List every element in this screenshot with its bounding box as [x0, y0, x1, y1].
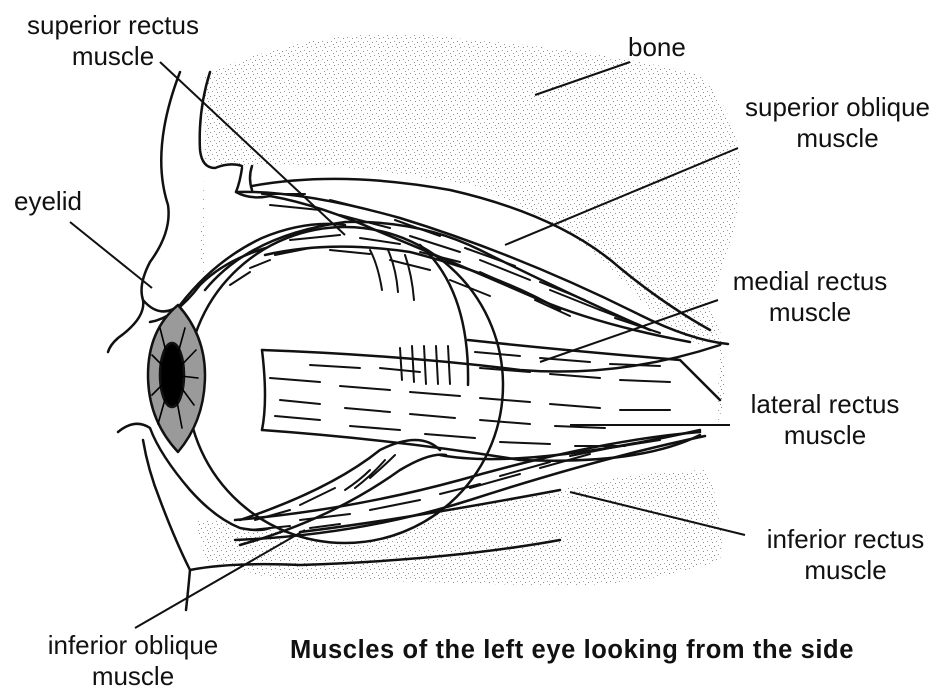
label-lateral-rectus: lateral rectus muscle: [735, 389, 915, 451]
label-superior-rectus-line2: muscle: [8, 41, 218, 72]
label-superior-oblique-line2: muscle: [730, 123, 945, 154]
label-inferior-rectus-line2: muscle: [748, 555, 943, 586]
label-inferior-oblique-line1: inferior oblique: [28, 630, 238, 661]
label-bone-text: bone: [628, 32, 686, 63]
label-superior-oblique-line1: superior oblique: [730, 92, 945, 123]
label-medial-rectus: medial rectus muscle: [715, 266, 905, 328]
label-inferior-oblique-line2: muscle: [28, 661, 238, 692]
label-medial-rectus-line2: muscle: [715, 297, 905, 328]
label-inferior-rectus: inferior rectus muscle: [748, 524, 943, 586]
label-superior-rectus-line1: superior rectus: [8, 10, 218, 41]
eyeball: [187, 227, 503, 543]
label-eyelid: eyelid: [14, 186, 82, 217]
diagram-caption: Muscles of the left eye looking from the…: [290, 636, 854, 665]
label-bone: bone: [628, 32, 686, 63]
label-medial-rectus-line1: medial rectus: [715, 266, 905, 297]
leader-eyelid: [70, 222, 152, 288]
label-eyelid-text: eyelid: [14, 186, 82, 217]
label-lateral-rectus-line2: muscle: [735, 420, 915, 451]
label-inferior-rectus-line1: inferior rectus: [748, 524, 943, 555]
label-inferior-oblique: inferior oblique muscle: [28, 630, 238, 692]
label-lateral-rectus-line1: lateral rectus: [735, 389, 915, 420]
label-superior-rectus: superior rectus muscle: [8, 10, 218, 72]
label-superior-oblique: superior oblique muscle: [730, 92, 945, 154]
